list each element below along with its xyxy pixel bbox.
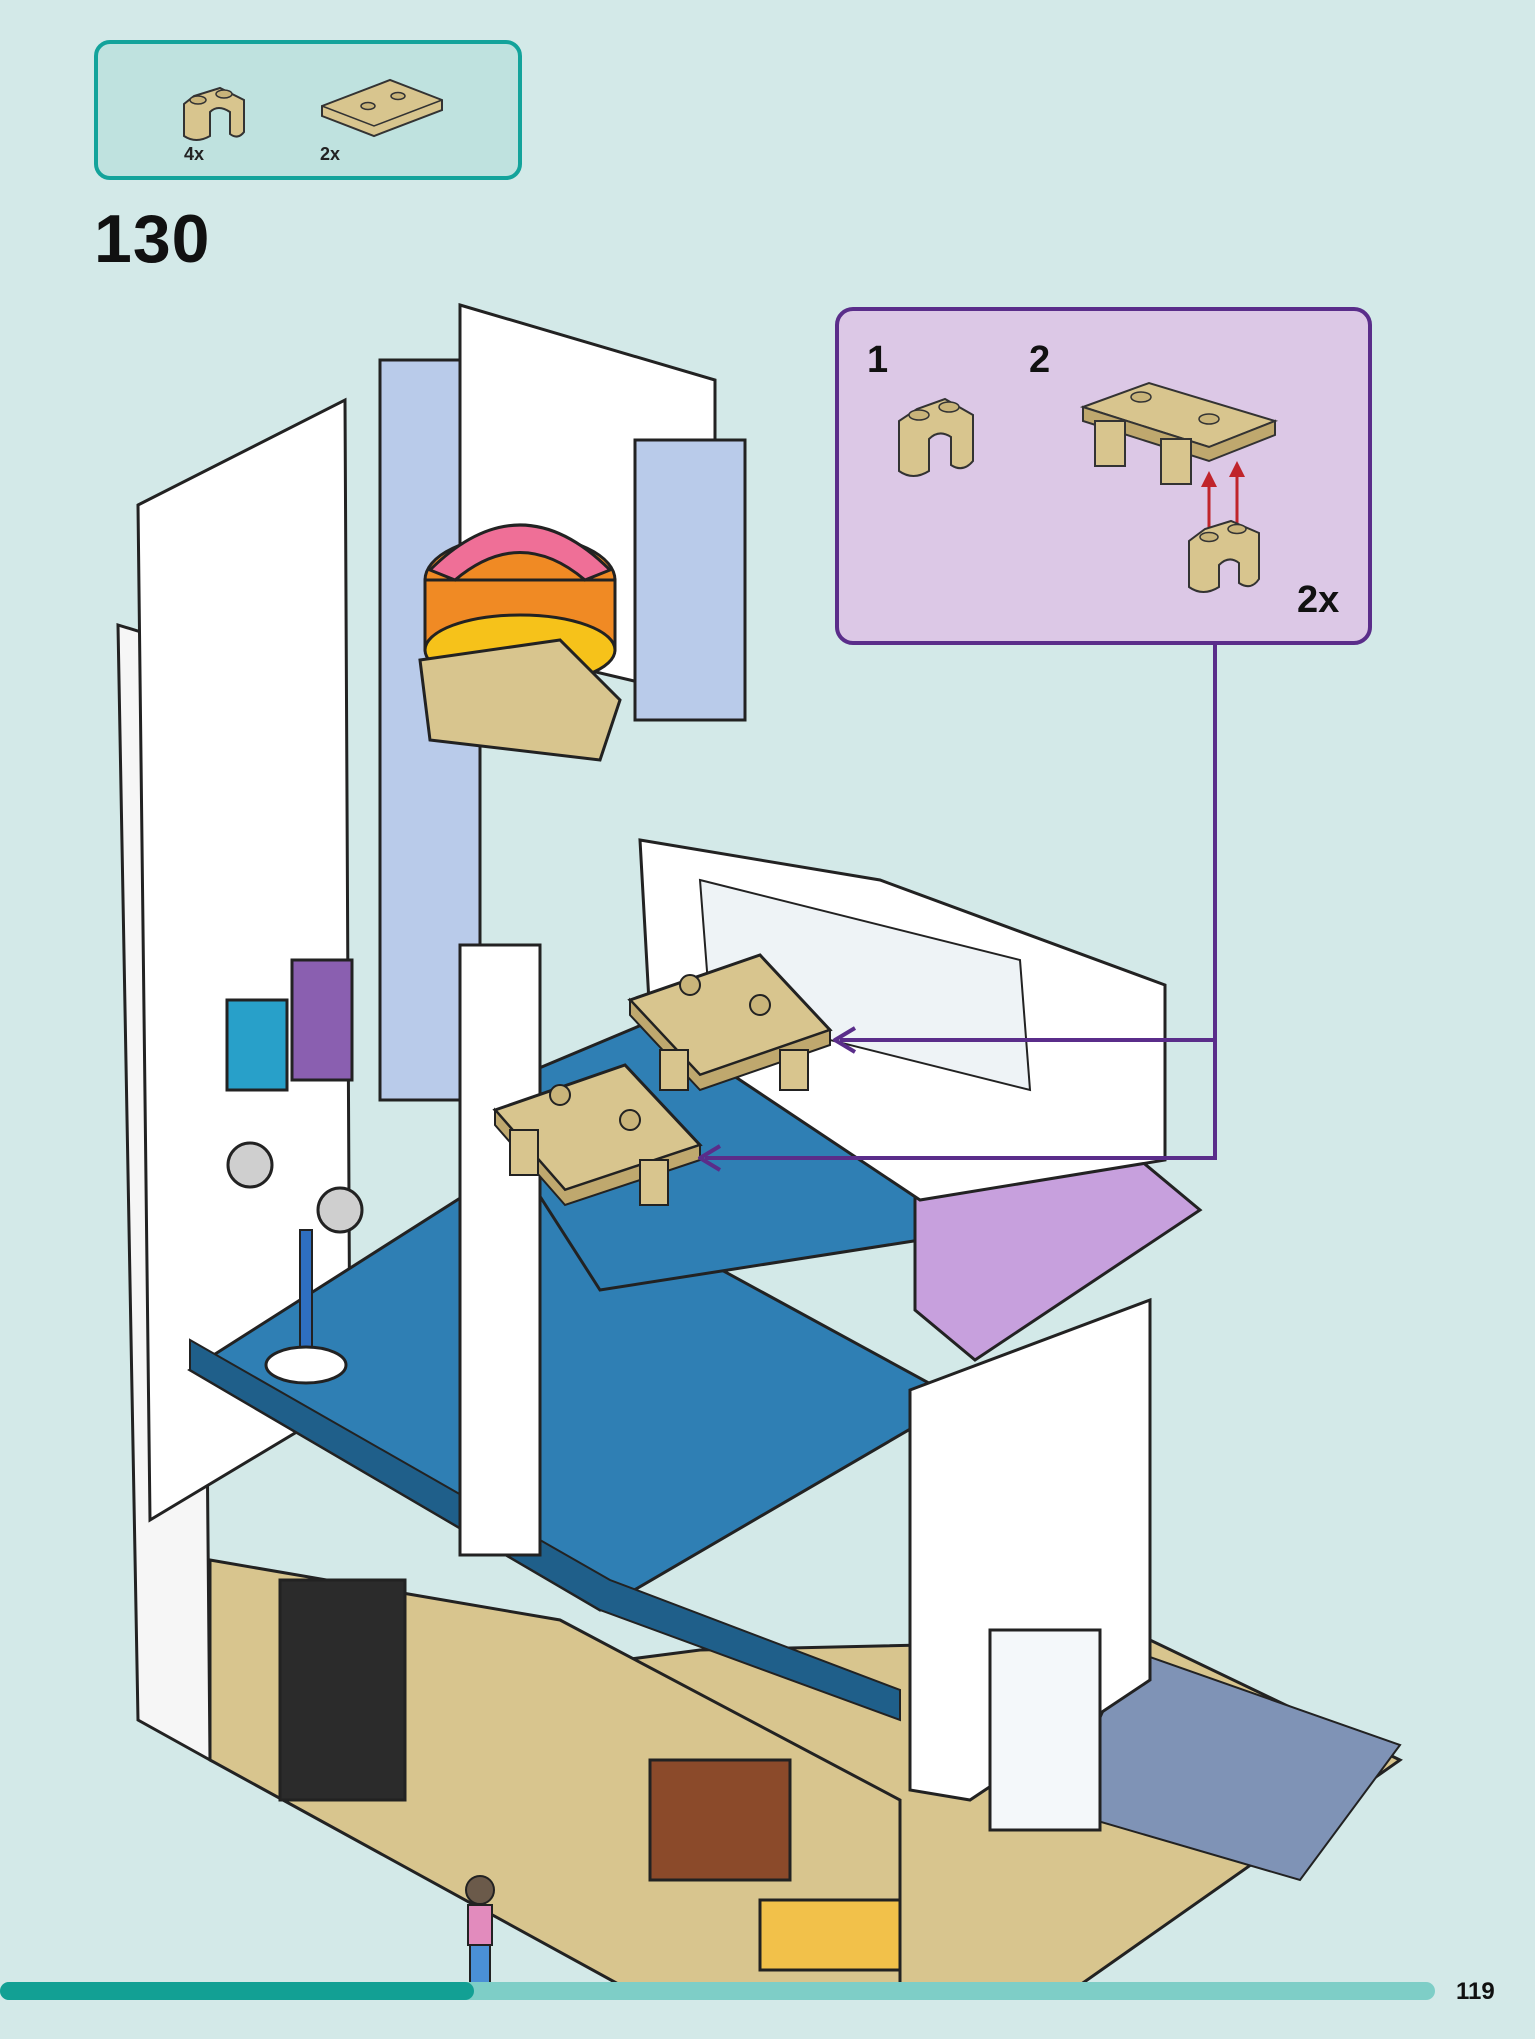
balcony-glass: [698, 878, 1032, 1092]
tan-curved-brick-icon: [183, 86, 245, 141]
right-blue-panel: [633, 438, 747, 722]
progress-bar-fill: [0, 1982, 474, 2000]
tan-shelf: [418, 638, 622, 762]
parts-count: 4x: [184, 144, 205, 164]
binocular-stand: [226, 1141, 364, 1385]
parts-count: 2x: [320, 144, 341, 164]
plate-assembly-icon: [1079, 381, 1279, 593]
substep-label: 2: [1029, 339, 1051, 381]
woven-rug: [758, 1898, 902, 1972]
middle-floor-front: [189, 1338, 901, 1722]
substep-callout: 1 2 2x: [835, 307, 1372, 645]
framed-picture-purple: [290, 958, 354, 1082]
parts-item-plate: 2x: [318, 66, 468, 174]
framed-picture-blue: [225, 998, 289, 1092]
brown-crate: [648, 1758, 792, 1882]
parts-list-box: 4x 2x: [94, 40, 522, 180]
step-number: 130: [94, 201, 211, 277]
white-column: [458, 943, 542, 1557]
callout-arrows: [698, 645, 1217, 1172]
page-number: 119: [1456, 1978, 1495, 2005]
new-plate-lower: [492, 1063, 703, 1207]
shop-window: [988, 1628, 1102, 1832]
curved-brick-icon: [898, 397, 974, 477]
substep-label: 1: [867, 339, 889, 381]
tan-plate-icon: [321, 78, 443, 138]
coffee-counter: [278, 1578, 407, 1802]
parts-item-curved-brick: 4x: [174, 74, 254, 174]
new-plate-upper: [627, 953, 833, 1092]
substep-multiplier: 2x: [1297, 579, 1340, 621]
minifigure-marker: [465, 1875, 495, 1986]
